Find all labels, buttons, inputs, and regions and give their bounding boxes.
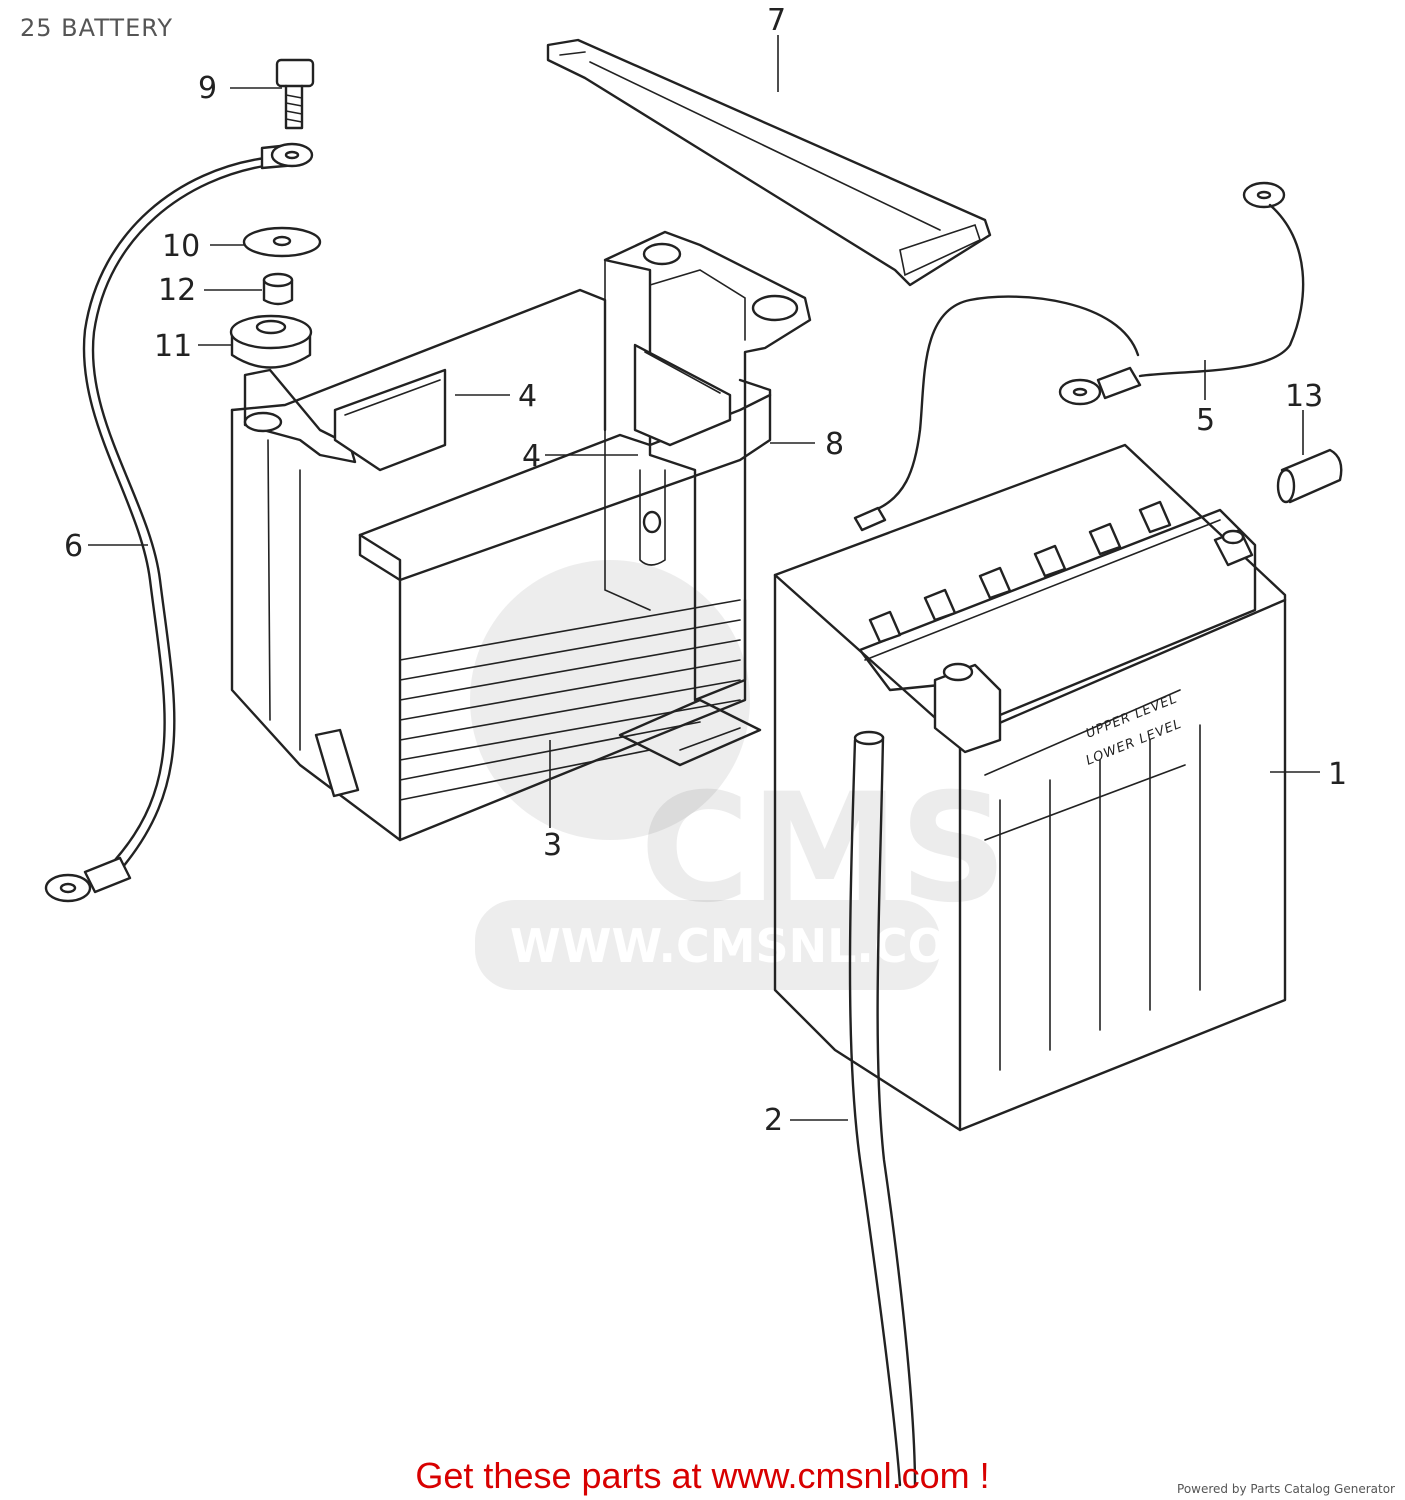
callout-leaders [88, 35, 1320, 1121]
cta-link[interactable]: Get these parts at www.cmsnl.com ! [415, 1455, 990, 1496]
cmsnl-watermark: CMS WWW.CMSNL.COM [470, 560, 1007, 990]
part-13-terminal-cover[interactable] [1276, 448, 1343, 504]
powered-by-credit: Powered by Parts Catalog Generator [1177, 1482, 1395, 1496]
part-9-bolt[interactable] [275, 58, 315, 130]
callout-11: 11 [154, 329, 192, 364]
part-4-cushion-pads[interactable] [333, 343, 732, 472]
part-7-battery-strap[interactable] [546, 38, 992, 287]
callout-numbers: 1 2 3 4 4 5 6 7 8 9 10 11 12 13 [64, 3, 1347, 1138]
part-12-collar[interactable] [262, 272, 294, 306]
callout-8: 8 [825, 427, 844, 462]
callout-13: 13 [1285, 379, 1323, 414]
callout-1: 1 [1328, 757, 1347, 792]
callout-4-lower: 4 [522, 439, 541, 474]
callout-10: 10 [162, 229, 200, 264]
callout-6: 6 [64, 529, 83, 564]
part-11-cushion[interactable] [229, 314, 313, 369]
callout-7: 7 [767, 3, 786, 38]
part-2-breather-tube[interactable] [848, 730, 917, 1487]
part-3-battery-case[interactable] [230, 288, 772, 842]
part-10-washer[interactable] [242, 226, 322, 258]
page-title: 25 BATTERY [20, 14, 174, 42]
part-5-lead-wire[interactable] [853, 181, 1305, 532]
watermark-logo: CMS [640, 762, 1007, 936]
watermark-url: WWW.CMSNL.COM [510, 919, 993, 973]
callout-5: 5 [1196, 403, 1215, 438]
callout-12: 12 [158, 273, 196, 308]
callout-9: 9 [198, 71, 217, 106]
part-6-ground-lead[interactable] [44, 142, 314, 903]
callout-2: 2 [764, 1103, 783, 1138]
callout-4-top: 4 [518, 379, 537, 414]
part-8-bracket[interactable] [603, 230, 812, 702]
callout-3: 3 [543, 828, 562, 863]
